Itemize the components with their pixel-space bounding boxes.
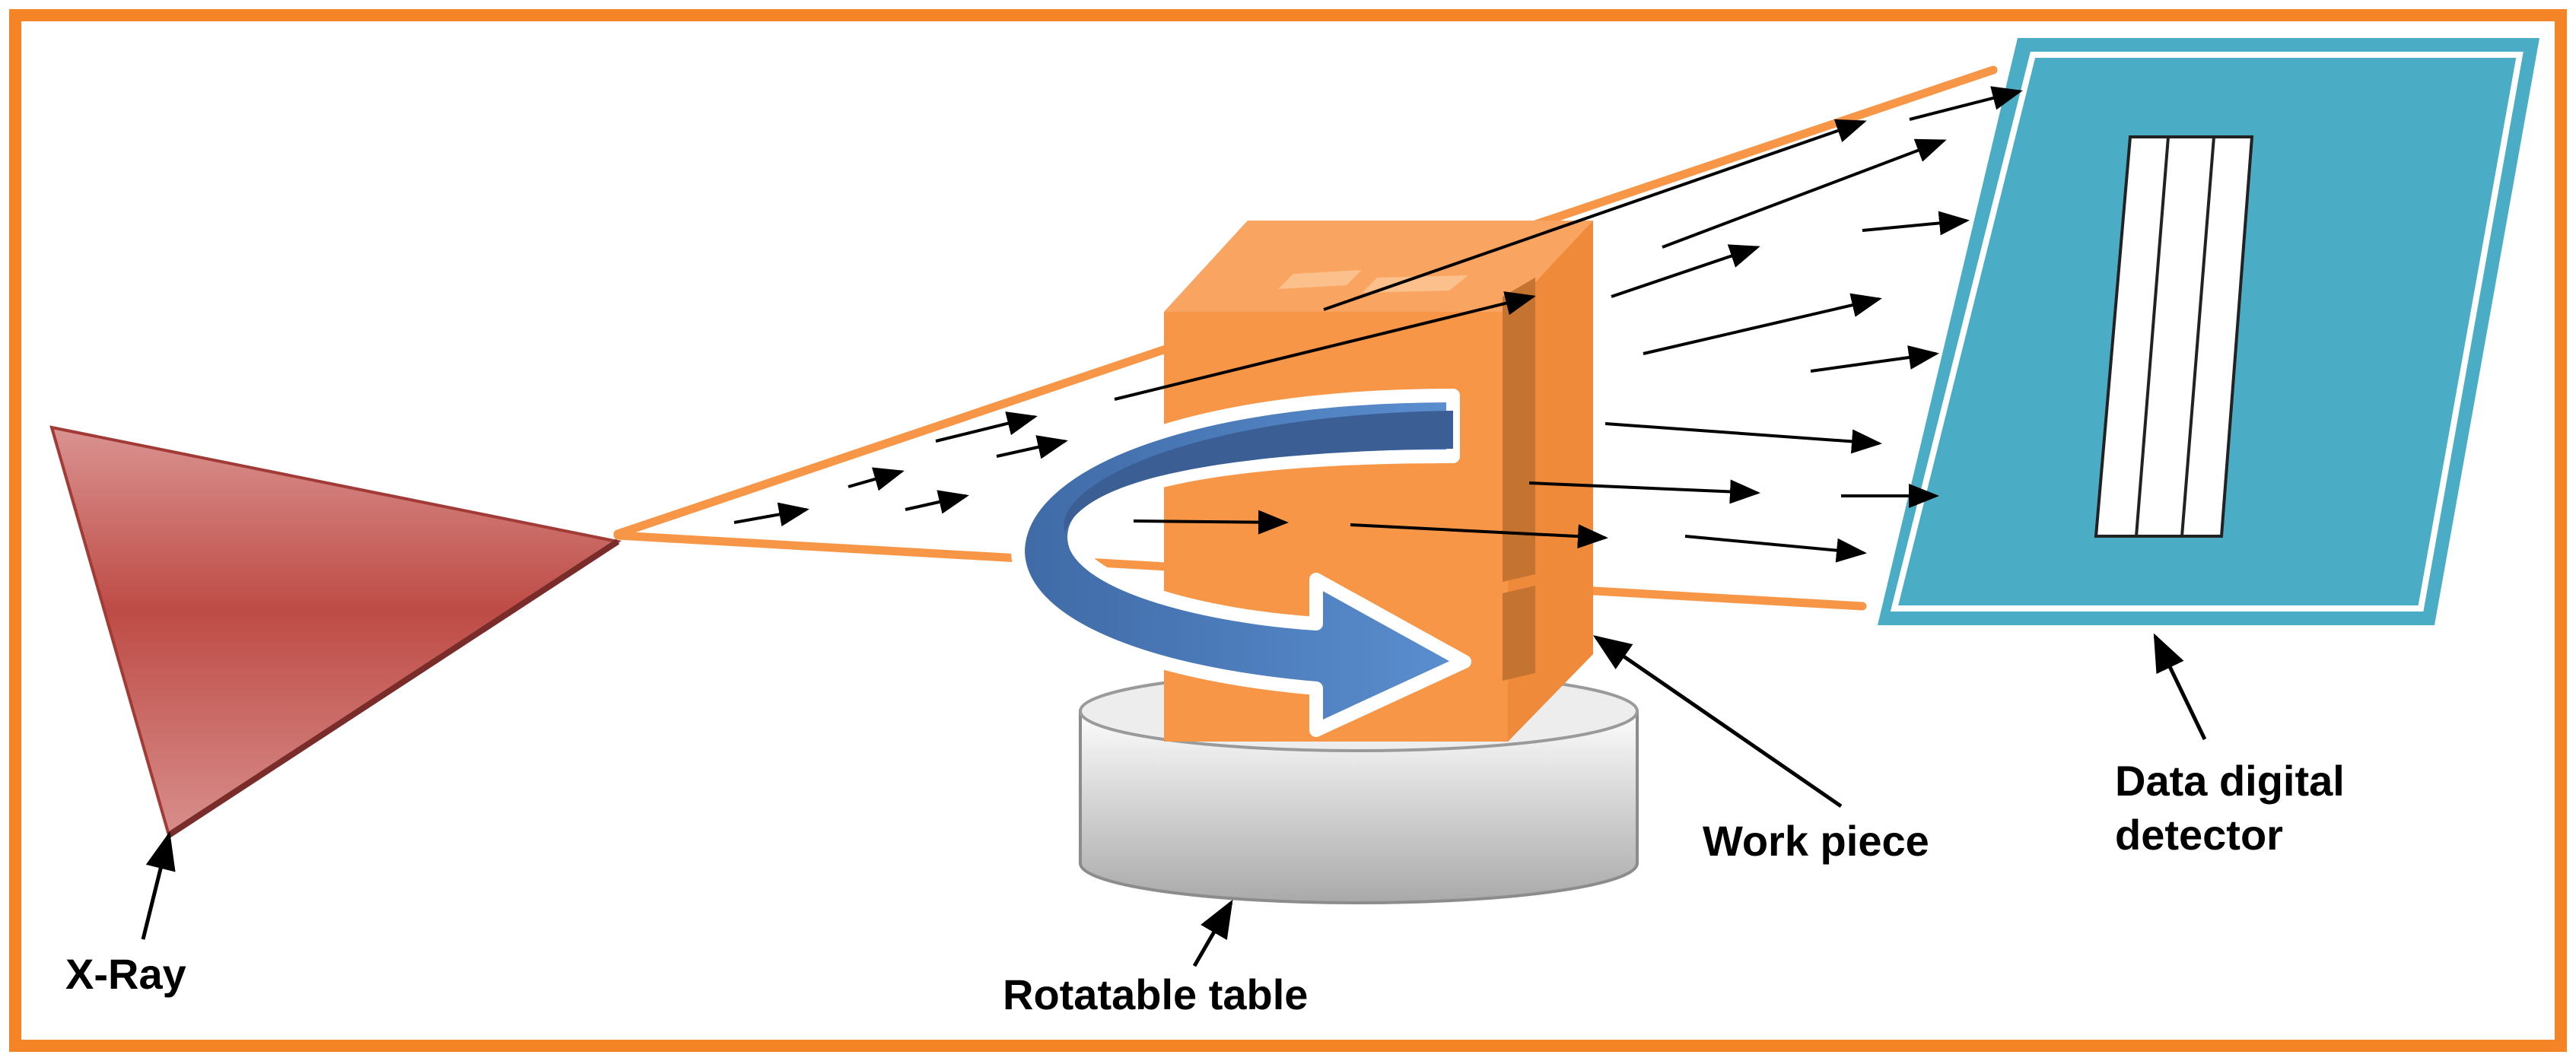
xray-source-shadow-edge (167, 538, 620, 838)
rotatable-table-label: Rotatable table (1003, 970, 1308, 1018)
detector-label-line1: Data digital (2115, 757, 2345, 805)
xray-label: X-Ray (65, 950, 186, 998)
detector-label-line2: detector (2115, 811, 2283, 859)
work-piece-label: Work piece (1703, 817, 1929, 865)
label-pointers (141, 633, 2207, 967)
rotation-arrow (1011, 389, 1471, 737)
work-piece (1164, 221, 1593, 742)
outer-frame (9, 9, 2567, 1052)
ray-arrows (733, 86, 2023, 563)
digital-detector (1878, 38, 2539, 625)
xray-source-triangle (49, 425, 622, 838)
